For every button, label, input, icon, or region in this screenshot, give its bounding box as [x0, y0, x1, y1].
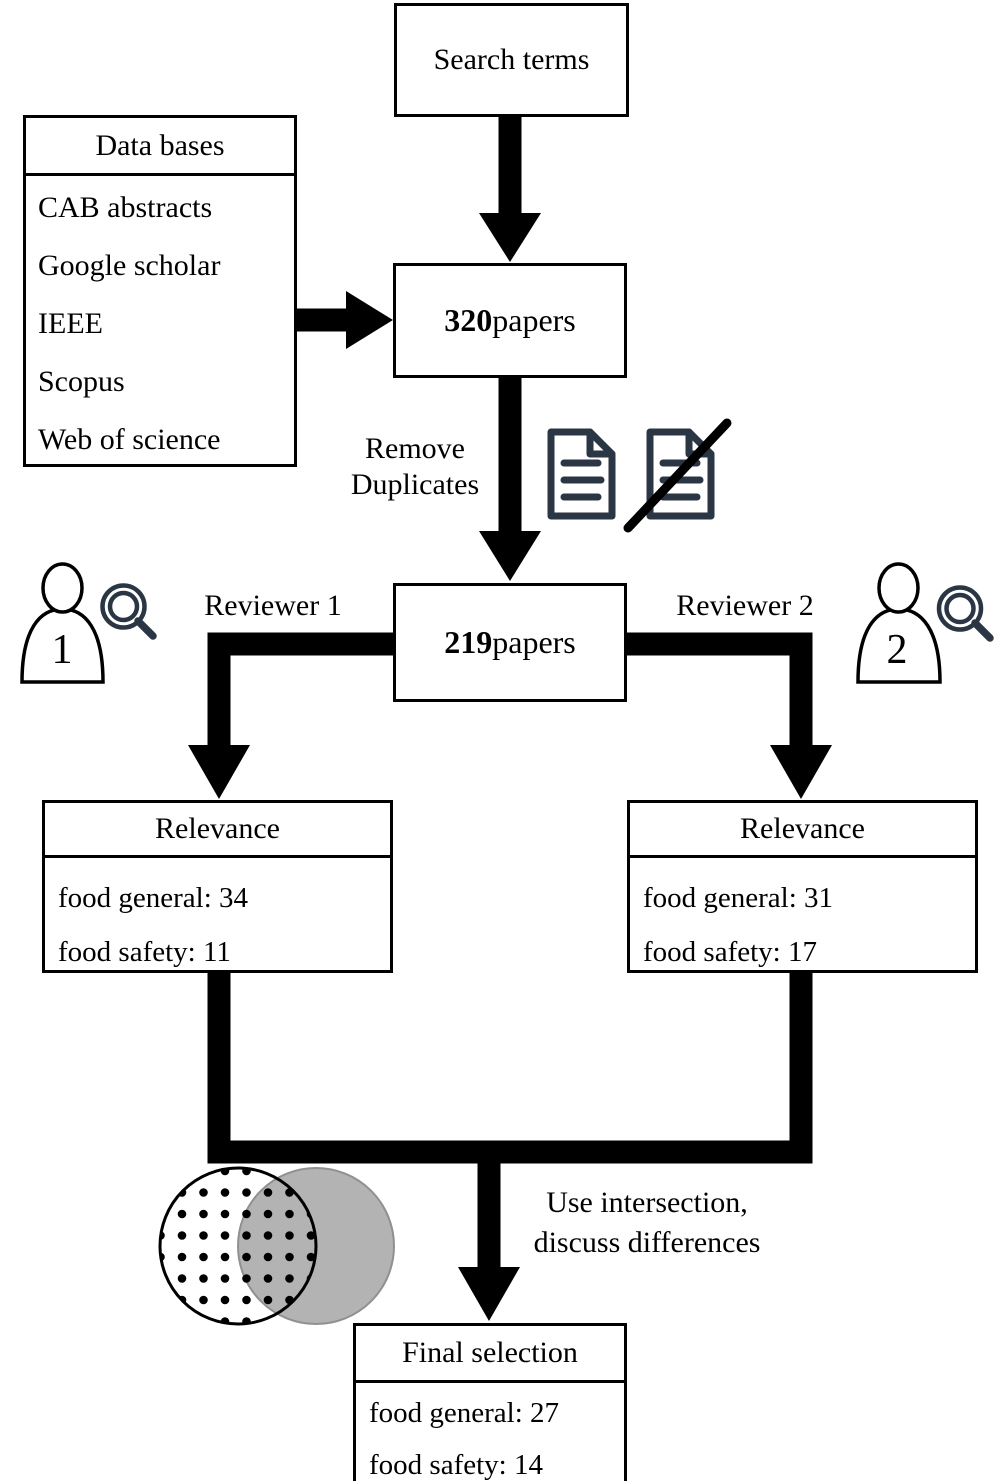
relevance-row: food general: 34 [58, 882, 249, 914]
relevance-right-box: Relevance food general: 31 food safety: … [627, 800, 978, 973]
venn-dotted-circle [160, 1168, 316, 1324]
relevance-row: food safety: 17 [643, 936, 817, 968]
person-2-badge: 2 [887, 627, 908, 673]
relevance-right-rows: food general: 31 food safety: 17 [630, 858, 975, 979]
venn-dotted-circle-outline [158, 1166, 318, 1326]
papers-219-box: 219 papers [393, 583, 627, 702]
document-removed-icon [623, 418, 732, 533]
databases-title: Data bases [26, 118, 294, 176]
document-icon [547, 428, 616, 520]
person-2-icon: 2 [856, 562, 942, 684]
search-terms-label: Search terms [433, 43, 590, 76]
person-1-icon: 1 [20, 562, 105, 684]
use-intersection-label: Use intersection, discuss differences [497, 1183, 797, 1263]
person-1-badge: 1 [52, 627, 73, 673]
use-intersection-line1: Use intersection, [546, 1186, 748, 1219]
database-item: CAB abstracts [38, 191, 213, 224]
relevance-row: food general: 31 [643, 882, 834, 914]
databases-list: CAB abstracts Google scholar IEEE Scopus… [26, 176, 294, 469]
slash-icon [623, 418, 732, 533]
database-item: Google scholar [38, 249, 221, 282]
flow-arrowheads [188, 213, 832, 1321]
remove-duplicates-line2: Duplicates [350, 468, 480, 501]
final-row: food general: 27 [369, 1397, 560, 1429]
relevance-left-box: Relevance food general: 34 food safety: … [42, 800, 393, 973]
relevance-right-title: Relevance [630, 803, 975, 858]
relevance-row: food safety: 11 [58, 936, 231, 968]
use-intersection-line2: discuss differences [533, 1226, 761, 1259]
papers-219-unit: papers [492, 624, 576, 660]
database-item: IEEE [38, 307, 103, 340]
magnifier-icon-left [100, 583, 157, 640]
reviewer-1-label: Reviewer 1 [204, 589, 342, 622]
final-selection-title: Final selection [356, 1326, 624, 1383]
venn-intersection-icon [158, 1166, 395, 1326]
final-selection-box: Final selection food general: 27 food sa… [353, 1323, 627, 1481]
papers-320-unit: papers [492, 302, 576, 338]
papers-219-count: 219 [444, 624, 493, 660]
reviewer-2-label: Reviewer 2 [676, 589, 814, 622]
magnifier-icon-right [936, 585, 994, 642]
remove-duplicates-label: Remove Duplicates [315, 431, 515, 503]
relevance-left-rows: food general: 34 food safety: 11 [45, 858, 390, 979]
papers-320-box: 320 papers [393, 263, 627, 378]
final-selection-rows: food general: 27 food safety: 14 [356, 1383, 624, 1481]
flow-connectors [207, 114, 813, 1270]
papers-320-count: 320 [444, 302, 493, 338]
search-terms-box: Search terms [394, 3, 629, 117]
final-row: food safety: 14 [369, 1449, 543, 1481]
relevance-left-title: Relevance [45, 803, 390, 858]
remove-duplicates-line1: Remove [365, 432, 465, 465]
databases-box: Data bases CAB abstracts Google scholar … [23, 115, 297, 467]
database-item: Scopus [38, 365, 125, 398]
database-item: Web of science [38, 423, 221, 456]
